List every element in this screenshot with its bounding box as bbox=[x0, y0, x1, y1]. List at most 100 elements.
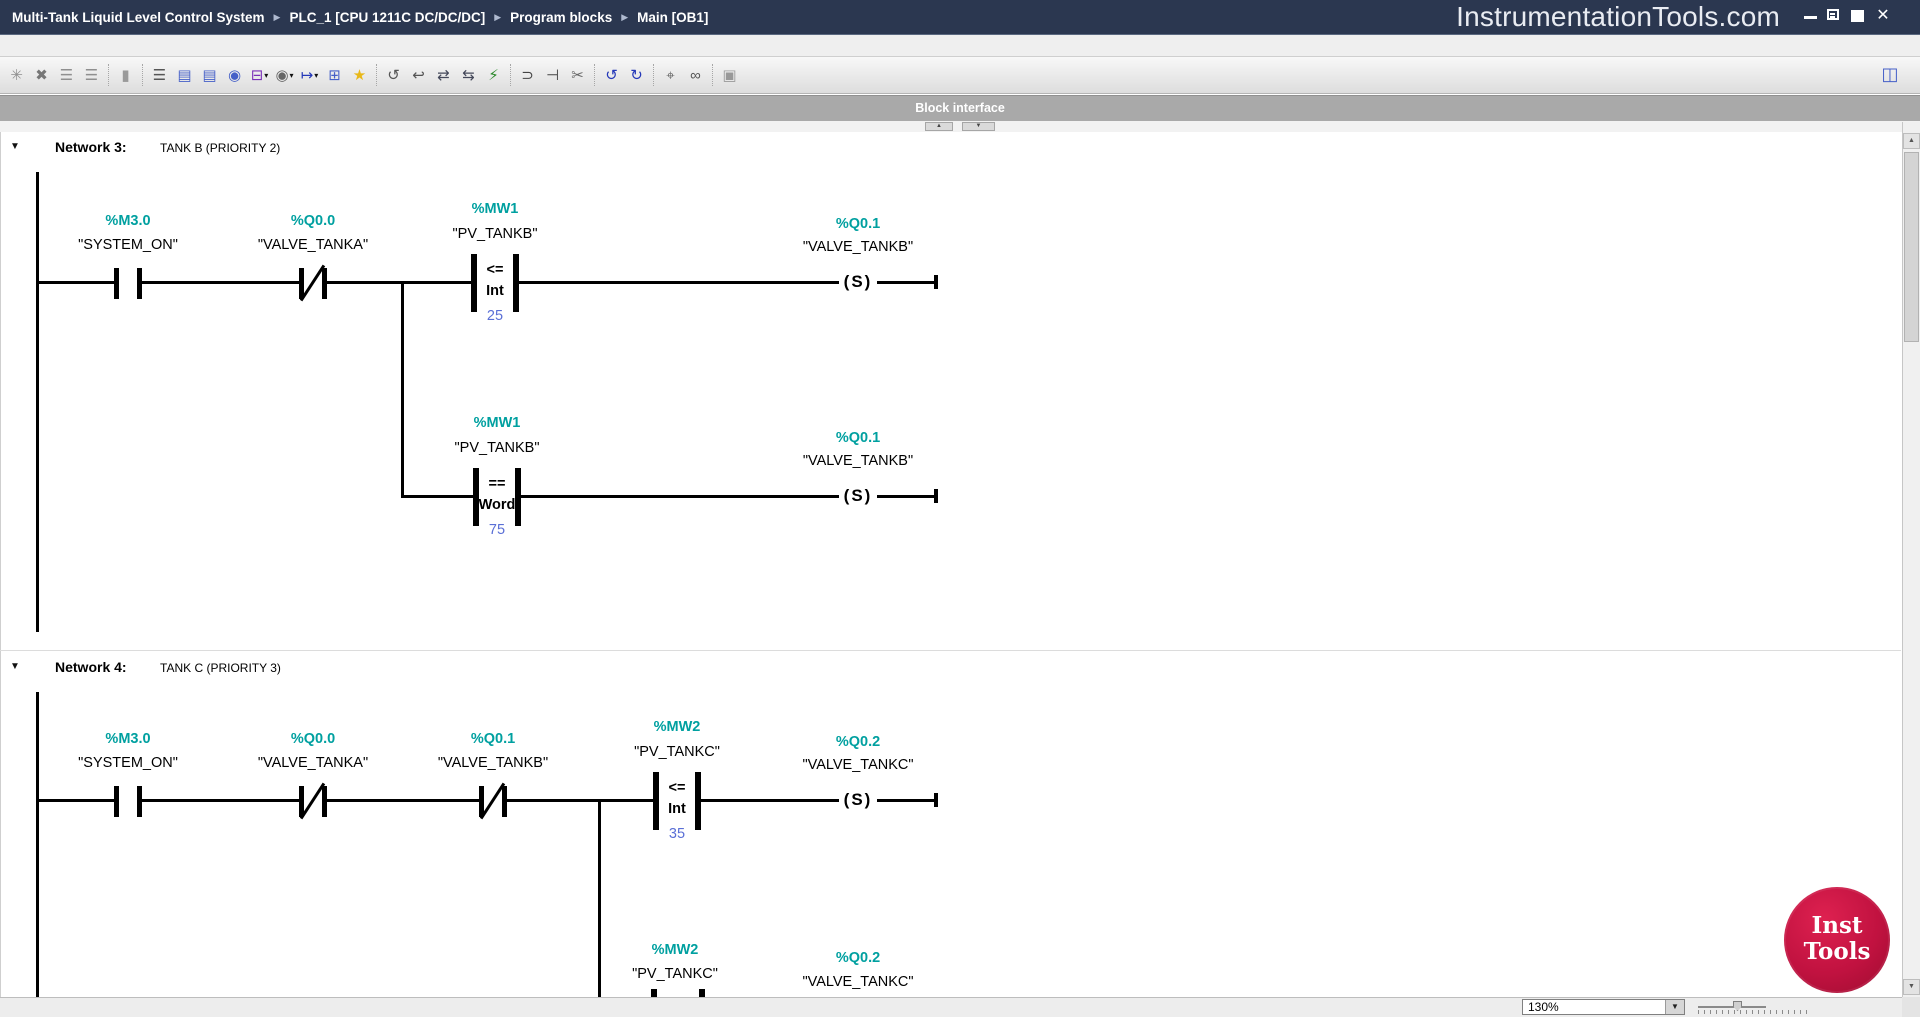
insert-row-icon[interactable]: ☰ bbox=[54, 63, 79, 87]
restore-layout-button[interactable] bbox=[1824, 0, 1846, 34]
operand-name[interactable]: "PV_TANKC" bbox=[632, 966, 718, 982]
insttools-logo: Inst Tools bbox=[1784, 887, 1890, 993]
set-coil-symbol[interactable]: (S) bbox=[843, 272, 873, 291]
operand-name[interactable]: "SYSTEM_ON" bbox=[78, 755, 178, 771]
network-comments-icon[interactable]: ▤ bbox=[172, 63, 197, 87]
splitter-expand-up-button[interactable]: ▲ bbox=[925, 122, 953, 131]
data-block-icon[interactable]: ▣ bbox=[717, 63, 742, 87]
operand-address[interactable]: %Q0.2 bbox=[835, 950, 881, 966]
operand-address[interactable]: %MW1 bbox=[471, 201, 519, 217]
operand-address[interactable]: %Q0.0 bbox=[290, 213, 336, 229]
go-to-previous-icon[interactable]: ↺ bbox=[381, 63, 406, 87]
title-bar: Multi-Tank Liquid Level Control System ▶ P… bbox=[0, 0, 1920, 35]
comparator-value[interactable]: 25 bbox=[486, 308, 504, 324]
collapse-triangle-icon[interactable]: ▼ bbox=[10, 661, 20, 672]
dropdown-arrow-icon[interactable]: ▾ bbox=[264, 70, 269, 80]
nav-back-icon[interactable]: ↺ bbox=[599, 63, 624, 87]
comments-toggle-icon[interactable]: ◉▾ bbox=[272, 63, 297, 87]
operand-address[interactable]: %Q0.1 bbox=[835, 430, 881, 446]
operand-address[interactable]: %M3.0 bbox=[105, 731, 151, 747]
find-target-icon[interactable]: ⌖ bbox=[658, 63, 683, 87]
operand-address[interactable]: %Q0.2 bbox=[835, 734, 881, 750]
insert-box-icon: ⊟ bbox=[250, 67, 264, 84]
update-block-calls-icon[interactable]: ⇄ bbox=[431, 63, 456, 87]
reset-eno-icon[interactable]: ⊣ bbox=[540, 63, 565, 87]
block-interface-bar[interactable]: Block interface bbox=[0, 95, 1920, 122]
operand-name[interactable]: "PV_TANKB" bbox=[454, 440, 540, 456]
operand-name[interactable]: "VALVE_TANKC" bbox=[802, 757, 914, 773]
breadcrumb-item[interactable]: Program blocks bbox=[510, 9, 613, 25]
monitoring-glasses-icon[interactable]: ∞ bbox=[683, 63, 708, 87]
keep-actual-values-icon[interactable]: ▮ bbox=[113, 63, 138, 87]
operand-address[interactable]: %Q0.1 bbox=[835, 216, 881, 232]
zoom-slider-track[interactable] bbox=[1698, 1006, 1766, 1008]
operand-name[interactable]: "PV_TANKC" bbox=[634, 744, 720, 760]
operand-name[interactable]: "VALVE_TANKB" bbox=[437, 755, 549, 771]
go-to-next-icon[interactable]: ↩ bbox=[406, 63, 431, 87]
zoom-level-value[interactable]: 130% bbox=[1528, 1000, 1559, 1014]
set-coil-symbol[interactable]: (S) bbox=[843, 486, 873, 505]
split-rung-icon: ✂ bbox=[571, 67, 584, 84]
comparator-value[interactable]: 75 bbox=[488, 522, 506, 538]
comparator-operator[interactable]: <= bbox=[668, 780, 686, 796]
network-titles-icon[interactable]: ▤ bbox=[197, 63, 222, 87]
delete-network-icon[interactable]: ✖ bbox=[29, 63, 54, 87]
operand-address[interactable]: %MW2 bbox=[653, 719, 701, 735]
comparator-value[interactable]: 35 bbox=[668, 826, 686, 842]
zoom-dropdown-arrow-icon[interactable]: ▼ bbox=[1665, 1000, 1684, 1014]
operand-name[interactable]: "VALVE_TANKA" bbox=[257, 237, 369, 253]
breadcrumb-item[interactable]: Multi-Tank Liquid Level Control System bbox=[12, 9, 265, 25]
maximize-button[interactable] bbox=[1848, 0, 1870, 34]
breadcrumb-arrow-icon: ▶ bbox=[494, 11, 502, 22]
breadcrumb-item[interactable]: PLC_1 [CPU 1211C DC/DC/DC] bbox=[289, 9, 486, 25]
operand-address[interactable]: %M3.0 bbox=[105, 213, 151, 229]
empty-box-icon[interactable]: ⊞ bbox=[322, 63, 347, 87]
comment-bubble-icon: ◉ bbox=[227, 67, 242, 84]
operand-name[interactable]: "VALVE_TANKB" bbox=[802, 453, 914, 469]
operand-name[interactable]: "VALVE_TANKC" bbox=[802, 974, 914, 990]
operand-name[interactable]: "PV_TANKB" bbox=[452, 226, 538, 242]
insert-box-icon[interactable]: ⊟▾ bbox=[247, 63, 272, 87]
breadcrumb-item[interactable]: Main [OB1] bbox=[637, 9, 709, 25]
dropdown-arrow-icon[interactable]: ▾ bbox=[289, 70, 294, 80]
operand-address[interactable]: %MW1 bbox=[473, 415, 521, 431]
comment-bubble-icon[interactable]: ◉ bbox=[222, 63, 247, 87]
comparator-datatype[interactable]: Int bbox=[486, 283, 504, 299]
block-interface-toggle-icon[interactable]: ◫ bbox=[1881, 63, 1899, 84]
add-row-icon[interactable]: ☰ bbox=[79, 63, 104, 87]
comparator-datatype[interactable]: Int bbox=[668, 801, 686, 817]
scroll-down-icon[interactable]: ▼ bbox=[1903, 979, 1920, 995]
split-rung-icon[interactable]: ✂ bbox=[565, 63, 590, 87]
sync-calls-icon[interactable]: ⇆ bbox=[456, 63, 481, 87]
set-eno-icon[interactable]: ⊃ bbox=[515, 63, 540, 87]
splitter-expand-down-button[interactable]: ▼ bbox=[962, 122, 995, 131]
scroll-up-icon[interactable]: ▲ bbox=[1903, 133, 1920, 149]
insert-network-icon: ✳ bbox=[10, 67, 23, 84]
vertical-scrollbar[interactable]: ▲ ▼ bbox=[1902, 122, 1920, 997]
absolute-operands-icon[interactable]: ☰ bbox=[147, 63, 172, 87]
nav-forward-icon[interactable]: ↻ bbox=[624, 63, 649, 87]
scrollbar-thumb[interactable] bbox=[1904, 152, 1919, 342]
operand-address[interactable]: %Q0.1 bbox=[470, 731, 516, 747]
contact-bar bbox=[322, 786, 327, 817]
minimize-button[interactable] bbox=[1800, 0, 1822, 34]
operand-address[interactable]: %MW2 bbox=[651, 942, 699, 958]
rung-wire bbox=[877, 495, 934, 498]
dropdown-arrow-icon[interactable]: ▾ bbox=[314, 70, 319, 80]
close-button[interactable]: ✕ bbox=[1876, 7, 1890, 24]
collapse-triangle-icon[interactable]: ▼ bbox=[10, 141, 20, 152]
comparator-datatype[interactable]: Word bbox=[478, 497, 516, 513]
operand-name[interactable]: "VALVE_TANKA" bbox=[257, 755, 369, 771]
consistency-check-icon[interactable]: ⚡ bbox=[481, 63, 506, 87]
operand-name[interactable]: "SYSTEM_ON" bbox=[78, 237, 178, 253]
comparator-operator[interactable]: == bbox=[488, 476, 506, 492]
jump-label-icon[interactable]: ↦▾ bbox=[297, 63, 322, 87]
comparator-operator[interactable]: <= bbox=[486, 262, 504, 278]
favorites-star-icon[interactable]: ★ bbox=[347, 63, 372, 87]
set-coil-symbol[interactable]: (S) bbox=[843, 790, 873, 809]
operand-name[interactable]: "VALVE_TANKB" bbox=[802, 239, 914, 255]
ladder-editor[interactable] bbox=[0, 132, 1902, 997]
zoom-level-combobox[interactable]: 130% ▼ bbox=[1522, 999, 1685, 1015]
operand-address[interactable]: %Q0.0 bbox=[290, 731, 336, 747]
insert-network-icon[interactable]: ✳ bbox=[4, 63, 29, 87]
